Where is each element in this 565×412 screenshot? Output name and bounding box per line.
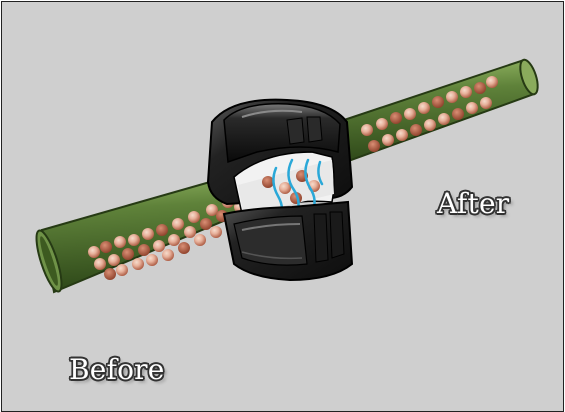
before-label: Before (69, 353, 165, 386)
pipe-right-segment (332, 58, 541, 164)
after-label: After (437, 187, 509, 220)
magnetic-conditioner-device (208, 100, 352, 280)
